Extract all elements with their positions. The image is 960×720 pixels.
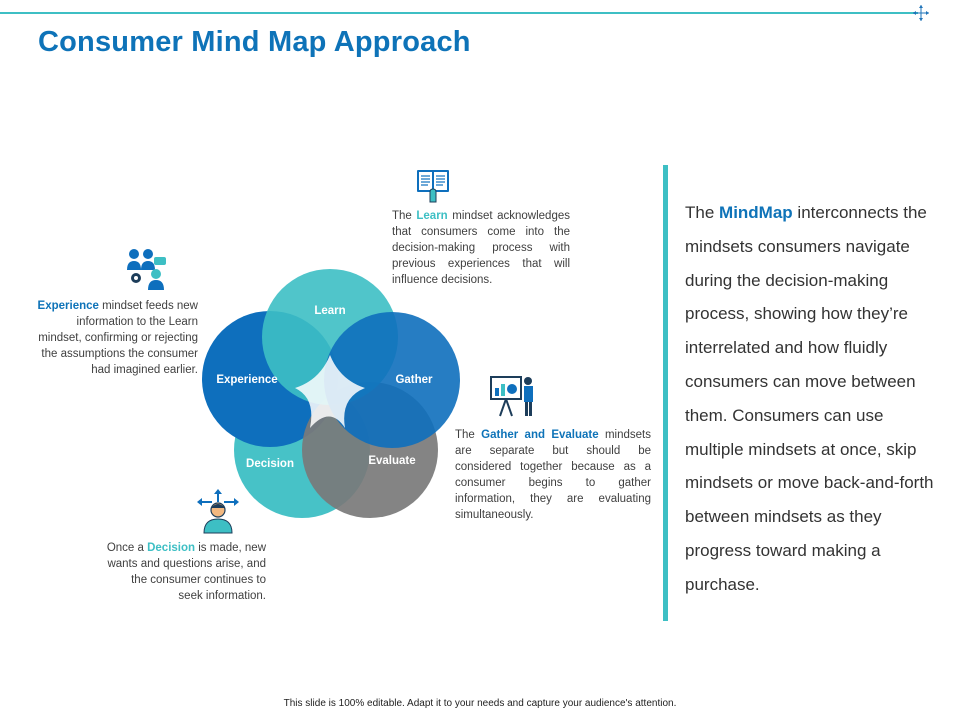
- gather-evaluate-highlight: Gather and Evaluate: [481, 429, 599, 441]
- mindmap-highlight: MindMap: [719, 203, 793, 222]
- mindmap-summary: The MindMap interconnects the mindsets c…: [685, 203, 934, 594]
- page-title: Consumer Mind Map Approach: [38, 26, 471, 58]
- experience-description: Experience mindset feeds new information…: [37, 300, 198, 376]
- experience-highlight: Experience: [37, 300, 99, 312]
- center-star: [295, 355, 365, 428]
- person-directions-icon: [197, 489, 239, 534]
- move-cursor-icon: [913, 5, 929, 21]
- team-chat-icon: [127, 249, 166, 290]
- decision-highlight: Decision: [147, 542, 196, 554]
- petal-label-experience: Experience: [216, 374, 277, 386]
- petal-gather: [324, 312, 460, 448]
- footer-note: This slide is 100% editable. Adapt it to…: [283, 698, 677, 709]
- learn-highlight: Learn: [416, 210, 448, 222]
- decision-description: Once a Decision is made, new wants and q…: [106, 542, 266, 602]
- petal-label-learn: Learn: [314, 305, 345, 317]
- book-icon: [417, 170, 449, 203]
- petal-circles: [202, 269, 460, 518]
- top-rule: [0, 12, 918, 14]
- petal-label-decision: Decision: [246, 458, 294, 470]
- learn-description: The Learn mindset acknowledges that cons…: [392, 210, 570, 286]
- gather-evaluate-description: The Gather and Evaluate mindsets are sep…: [455, 429, 651, 521]
- accent-bar: [663, 165, 668, 621]
- petal-label-gather: Gather: [395, 374, 433, 386]
- petal-label-evaluate: Evaluate: [368, 455, 415, 467]
- presentation-board-icon: [490, 376, 533, 417]
